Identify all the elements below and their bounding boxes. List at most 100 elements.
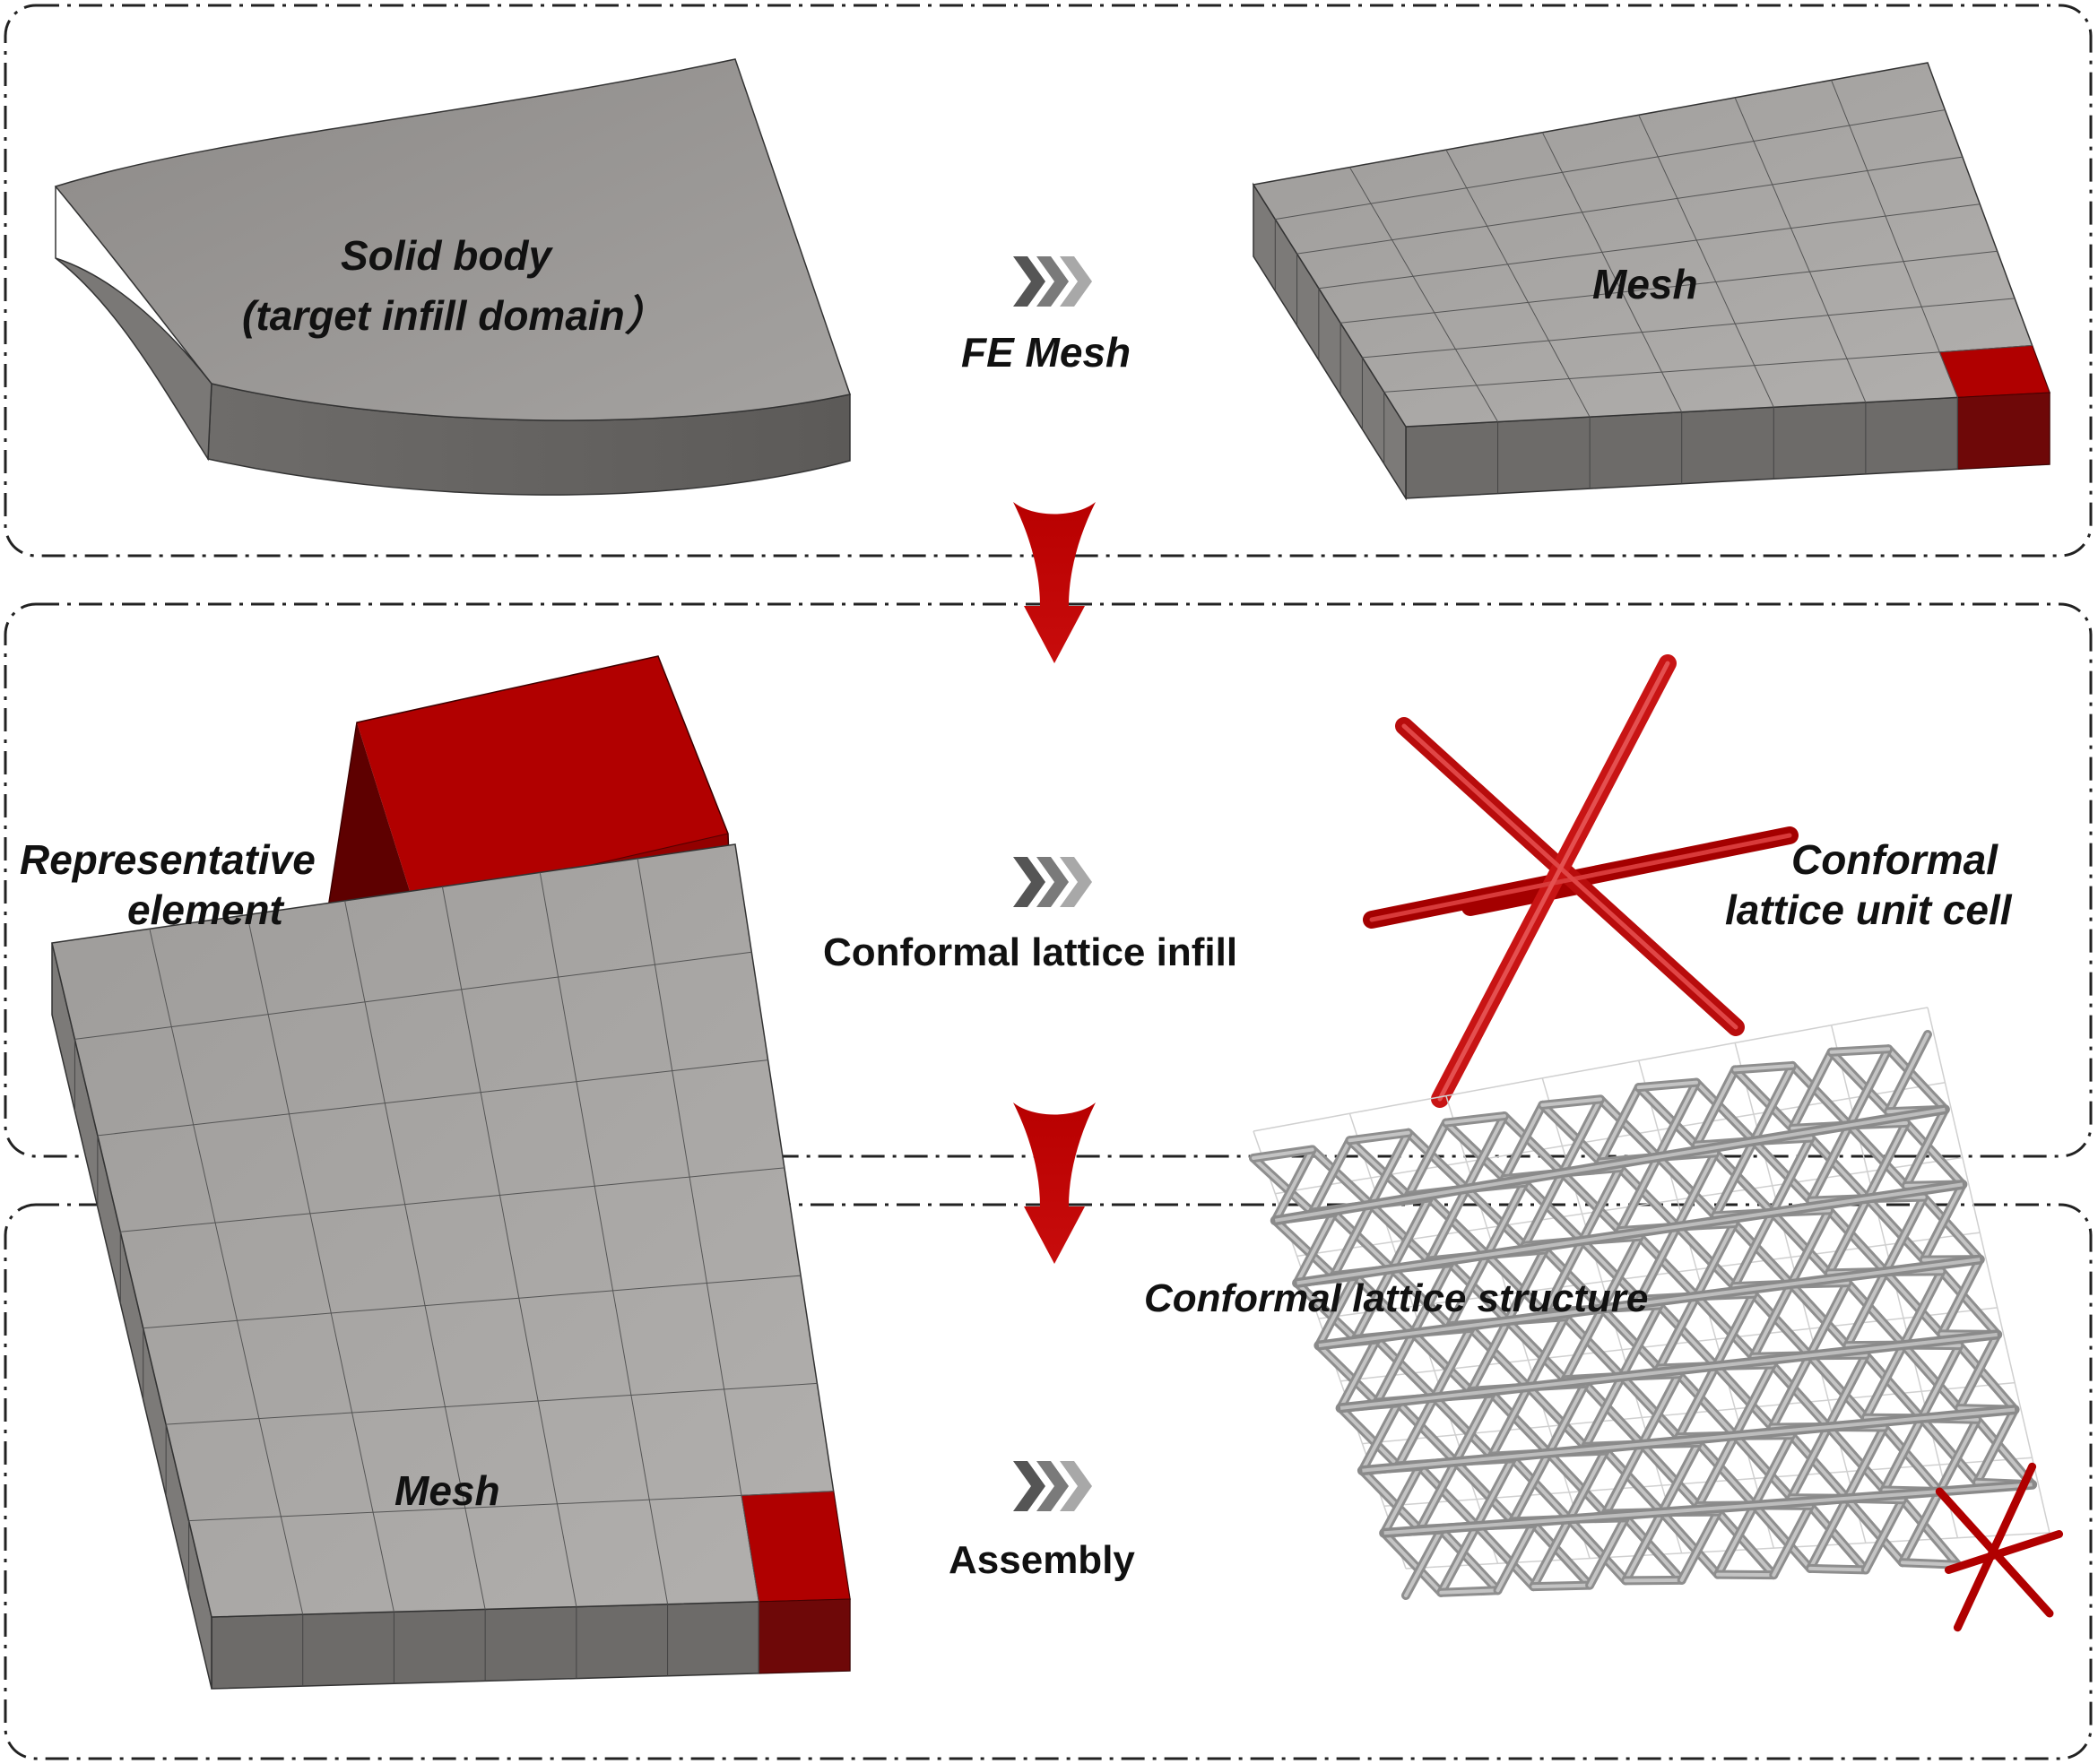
lattice-strut-highlight [1522,1180,1584,1243]
down-arrow-icon [1013,502,1096,663]
lattice-strut-highlight [1316,1274,1357,1348]
lattice-unit-cell [1363,654,1799,1108]
mesh-gridline [166,1382,818,1425]
lattice-strut-highlight [1733,1362,1774,1438]
mesh-gridline [149,929,304,1615]
lattice-strut-highlight [1900,1498,1960,1567]
mesh-gridline [1445,149,1591,418]
chevron-segment [1036,1461,1069,1511]
lattice-strut-highlight [1957,1332,1999,1411]
lattice-strut-highlight [1751,1139,1813,1203]
lattice-strut-highlight [1845,1281,1906,1347]
mesh-gridline [1638,115,1774,408]
lattice-strut-highlight [1252,1147,1314,1160]
lattice-strut-highlight [1485,1253,1547,1315]
mesh-top-face [1252,62,2051,428]
lattice-strut-highlight [1390,1196,1432,1271]
lattice-strut-highlight [1827,1208,1887,1274]
lattice-strut-highlight [1677,1372,1738,1438]
lattice-rail-highlight [1362,1407,2016,1473]
lattice-strut-highlight [1636,1085,1699,1147]
lattice-strut-highlight [1770,1353,1812,1430]
lattice-strut-highlight [1770,1210,1832,1275]
solid-body-label: Solid body [341,232,552,279]
lattice-strut-highlight [1733,1433,1793,1500]
lattice-strut-highlight [1808,1503,1868,1572]
lattice-strut-highlight [1790,1063,1851,1128]
representative-element-sublabel: element [127,886,283,933]
lattice-strut-highlight [1502,1102,1545,1181]
lattice-rail-highlight [1383,1483,2033,1535]
lattice-strut-highlight [1563,1307,1604,1382]
lattice-strut-highlight [1474,1524,1536,1589]
lattice-strut-highlight [1957,1344,2017,1412]
chevron-segment [1013,256,1045,307]
lattice-strut-highlight [1489,1391,1551,1456]
lattice-strut-highlight [1560,1171,1622,1233]
lattice-strut-highlight [1751,1282,1793,1359]
mesh-body-bottom [51,843,851,1690]
mesh-gridline [637,858,759,1602]
lattice-strut-highlight [1360,1468,1422,1532]
lattice-strut-highlight [1432,1396,1494,1458]
mesh-gridline [97,1059,768,1137]
lattice-strut-highlight [1620,1374,1681,1440]
lattice-strut-highlight [1583,1374,1625,1448]
lattice-strut-highlight [1900,1561,1960,1567]
lattice-strut-highlight [1695,1068,1738,1147]
lattice-strut-highlight [1603,1448,1664,1515]
lattice-strut-highlight [1531,1517,1572,1589]
chevron-arrow-icon [1013,857,1092,907]
lattice-strut-highlight [1752,1503,1812,1570]
lattice-strut-highlight [1464,1114,1506,1191]
mesh-gridline [247,914,394,1613]
lattice-strut-highlight [1563,1315,1625,1379]
mesh-gridline [344,900,486,1610]
lattice-strut-highlight [1547,1451,1608,1516]
lattice-strut-highlight [1636,1080,1699,1090]
lattice-strut-highlight [1677,1364,1718,1440]
lattice-strut-highlight [1675,1151,1718,1229]
lattice-strut-highlight [1369,1130,1410,1206]
lattice-strut-highlight [1432,1326,1473,1400]
solid-body-sublabel: (target infill domain） [242,292,666,339]
lattice-strut-highlight [1448,1261,1510,1323]
lattice-strut-highlight [1348,1130,1410,1143]
lattice-strut-highlight [1567,1517,1628,1583]
lattice-strut-highlight [1732,1210,1774,1289]
highlighted-element [741,1491,851,1603]
lattice-strut-highlight [1865,1120,1908,1201]
lattice-strut-highlight [1469,1319,1510,1393]
lattice-strut-highlight [1829,1050,1891,1114]
lattice-strut-highlight [1640,1372,1681,1447]
lattice-strut-highlight [1883,1195,1926,1274]
lattice-strut-highlight [1679,1509,1721,1582]
lattice-strut-highlight [1273,1218,1336,1278]
lattice-strut-highlight [1882,1425,1942,1493]
lattice-strut-highlight [1939,1258,1982,1336]
lattice-strut-highlight [1316,1344,1379,1405]
solid-body [54,58,851,496]
lattice-strut-highlight [1826,1425,1886,1492]
unit-cell-sublabel: lattice unit cell [1725,886,2012,933]
lattice-strut-highlight [1865,1197,1926,1262]
lattice-strut-highlight [1427,1187,1469,1263]
lattice-strut-highlight [1716,1572,1776,1578]
lattice-strut-highlight [1382,1531,1443,1595]
lattice-strut-highlight [1439,1527,1500,1593]
down-arrow-icon [1013,1102,1096,1264]
lattice-frame-line [1253,1007,1929,1132]
lattice-strut-highlight [1369,1203,1432,1263]
lattice-strut-highlight [1580,1239,1642,1301]
lattice-strut-highlight [1808,1566,1868,1572]
mesh-label-top: Mesh [1592,261,1698,307]
chevron-arrow-icon [1013,1461,1092,1511]
lattice-strut-highlight [1657,1303,1718,1368]
lattice-strut-highlight [1453,1459,1514,1524]
lattice-strut-highlight [1882,1416,1924,1492]
mesh-gridline [441,886,577,1607]
lattice-strut-highlight [1751,1292,1812,1358]
lattice-strut-highlight [1531,1583,1592,1589]
lattice-strut-highlight [1417,1465,1478,1528]
lattice-strut-highlight [1808,1123,1851,1203]
